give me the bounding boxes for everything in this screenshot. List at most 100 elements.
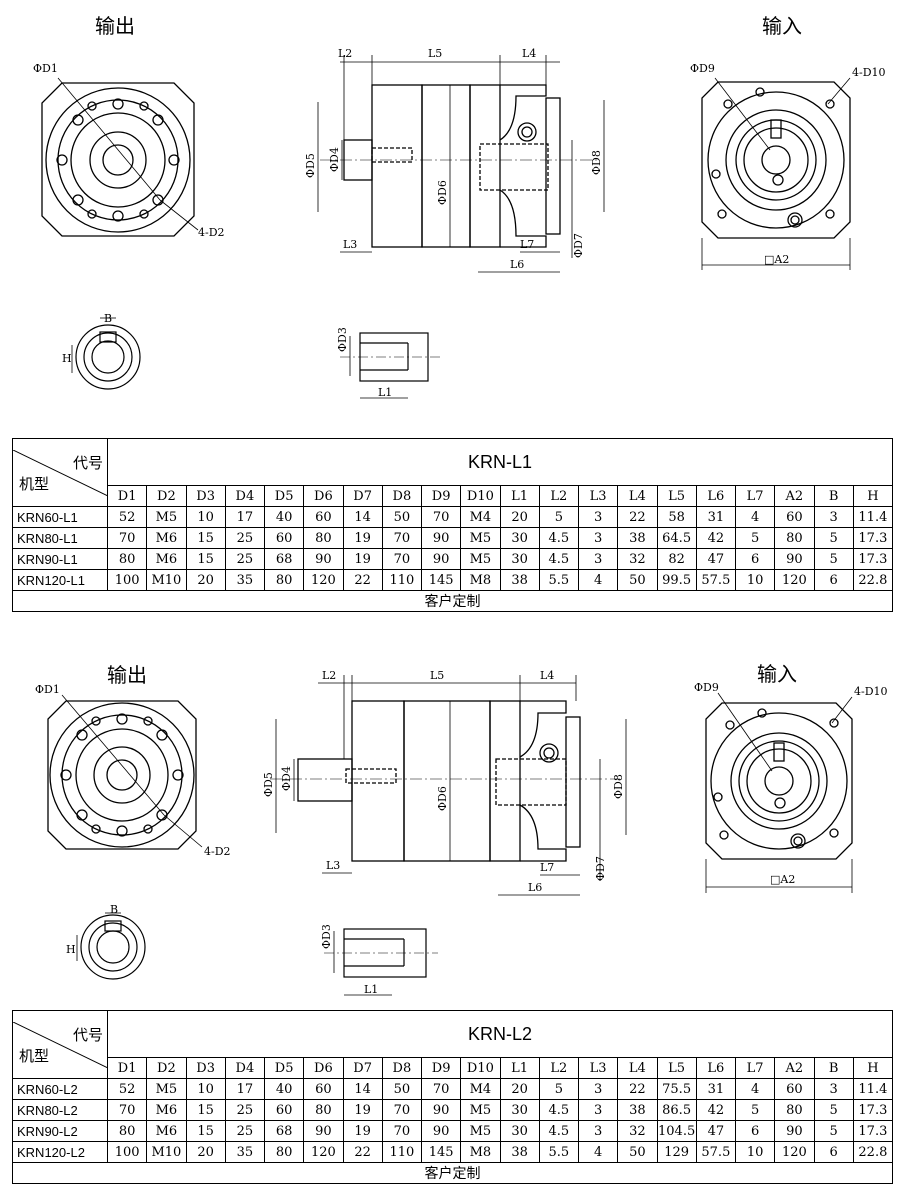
cell-a2: 80 (774, 527, 815, 549)
dim-l3-label: L3 (343, 238, 357, 251)
cell-d5: 60 (263, 527, 305, 549)
col-header: L6 (695, 1057, 737, 1079)
side-dimension-lines (317, 55, 605, 273)
cell-l4: 32 (617, 548, 658, 570)
col-header: B (813, 1057, 854, 1079)
cell-l2: 5.5 (538, 569, 580, 591)
cell-l1: 30 (499, 1120, 540, 1142)
dim-h-label: H (62, 352, 72, 365)
cell-d4: 25 (224, 527, 266, 549)
custom-label: 客户定制 (11, 590, 894, 612)
cell-d5: 60 (263, 1099, 305, 1121)
dim-l2-label: L2 (322, 669, 336, 682)
dim-d7-label: ΦD7 (594, 856, 607, 881)
cell-d5: 68 (263, 548, 305, 570)
col-header: D2 (146, 1057, 187, 1079)
cell-l7: 6 (734, 548, 776, 570)
cell-d6: 80 (303, 527, 344, 549)
dim-a2-label: □A2 (764, 253, 789, 266)
row-model-name: KRN60-L2 (12, 1078, 108, 1100)
col-header: L5 (656, 1057, 697, 1079)
col-header: D6 (303, 1057, 344, 1079)
model-title: KRN-L2 (106, 1010, 894, 1058)
cell-h: 11.4 (852, 1078, 894, 1100)
row-model-name: KRN60-L1 (12, 506, 108, 528)
col-header: D2 (146, 485, 187, 507)
cell-l3: 3 (577, 527, 619, 549)
cell-l5: 86.5 (656, 1099, 697, 1121)
keyway-detail (76, 912, 146, 980)
custom-label: 客户定制 (11, 1162, 894, 1184)
cell-l7: 6 (734, 1120, 776, 1142)
input-label: 输入 (757, 662, 797, 686)
cell-l7: 5 (734, 527, 776, 549)
cell-d9: 70 (420, 1078, 462, 1100)
cell-l7: 10 (734, 569, 776, 591)
gearbox-side-view (270, 700, 620, 862)
cell-d7: 19 (342, 527, 383, 549)
cell-l1: 38 (499, 1141, 540, 1163)
gearbox-side-view (320, 84, 600, 248)
cell-l3: 3 (577, 1099, 619, 1121)
cell-l4: 50 (617, 569, 658, 591)
cell-d7: 14 (342, 1078, 383, 1100)
col-header: D1 (106, 485, 148, 507)
cell-l6: 31 (695, 506, 737, 528)
cell-l4: 32 (617, 1120, 658, 1142)
cell-d10: M5 (460, 527, 501, 549)
cell-l5: 99.5 (656, 569, 697, 591)
cell-l3: 3 (577, 548, 619, 570)
cell-h: 22.8 (852, 1141, 894, 1163)
cell-d6: 90 (303, 548, 344, 570)
dim-d9-label: ΦD9 (694, 681, 719, 694)
cell-d2: M5 (146, 1078, 187, 1100)
col-header: L3 (577, 1057, 619, 1079)
cell-d4: 17 (224, 506, 266, 528)
cell-d1: 52 (106, 506, 148, 528)
cell-l3: 3 (577, 1078, 619, 1100)
cell-d3: 15 (185, 1120, 226, 1142)
cell-d5: 40 (263, 506, 305, 528)
cell-d8: 70 (381, 1120, 423, 1142)
col-header: D10 (460, 485, 501, 507)
cell-a2: 80 (774, 1099, 815, 1121)
col-header: D4 (224, 485, 266, 507)
dim-d1-label: ΦD1 (33, 62, 58, 75)
cell-d9: 90 (420, 548, 462, 570)
dim-l3-label: L3 (326, 859, 340, 872)
cell-l1: 30 (499, 548, 540, 570)
dim-l5-label: L5 (428, 47, 442, 60)
dim-d3-label: ΦD3 (336, 327, 349, 352)
cell-d7: 19 (342, 548, 383, 570)
cell-d8: 50 (381, 506, 423, 528)
dim-d10-label: 4-D10 (854, 685, 888, 698)
cell-d2: M6 (146, 548, 187, 570)
cell-d9: 70 (420, 506, 462, 528)
cell-d2: M6 (146, 1120, 187, 1142)
input-flange-view (705, 692, 853, 893)
cell-l2: 5.5 (538, 1141, 580, 1163)
col-header: D5 (263, 485, 305, 507)
dim-d4-label: ΦD4 (280, 766, 293, 791)
dim-d6-label: ΦD6 (436, 786, 449, 811)
cell-d6: 60 (303, 506, 344, 528)
cell-a2: 60 (774, 506, 815, 528)
cell-d10: M4 (460, 1078, 501, 1100)
cell-l7: 4 (734, 1078, 776, 1100)
col-header: D3 (185, 485, 226, 507)
cell-d1: 70 (106, 1099, 148, 1121)
col-header: H (852, 485, 894, 507)
dim-d10-label: 4-D10 (852, 66, 886, 79)
dim-d9-label: ΦD9 (690, 62, 715, 75)
cell-d10: M8 (460, 569, 501, 591)
dim-d8-label: ΦD8 (612, 774, 625, 799)
cell-d1: 100 (106, 569, 148, 591)
cell-d9: 145 (420, 569, 462, 591)
cell-d2: M5 (146, 506, 187, 528)
cell-l4: 38 (617, 1099, 658, 1121)
drawing-krn-l2: 输出 ΦD1 4-D2 (35, 662, 888, 996)
model-title: KRN-L1 (106, 438, 894, 486)
